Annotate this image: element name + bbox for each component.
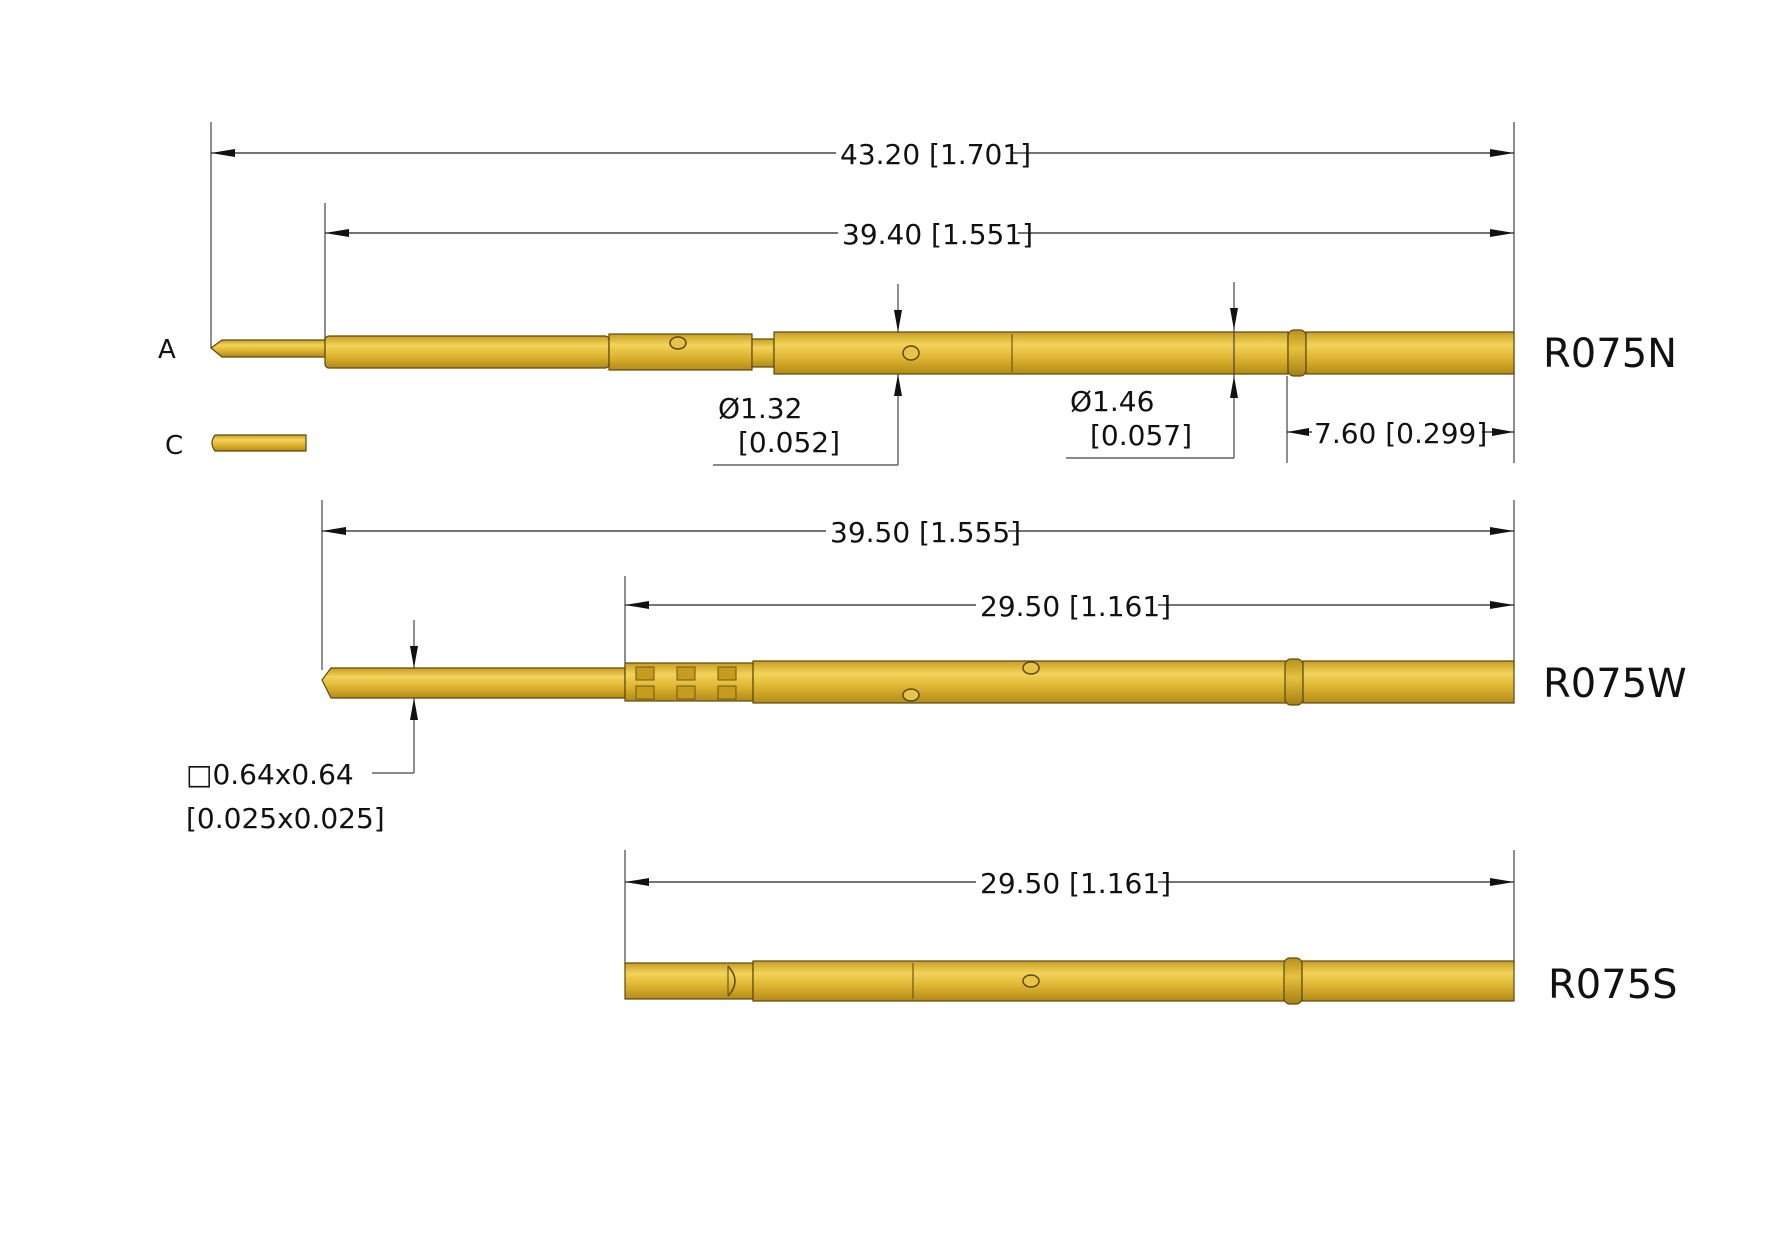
plunger-shaft bbox=[324, 335, 610, 369]
dim-square-in: [0.025x0.025] bbox=[186, 802, 385, 835]
arrow-left bbox=[211, 149, 235, 157]
square-pin bbox=[321, 667, 626, 699]
arrow-left bbox=[1287, 428, 1309, 436]
part-label-r075s: R075S bbox=[1548, 962, 1678, 1008]
plunger-tip-a bbox=[210, 339, 326, 358]
barrel-hole-s bbox=[1022, 974, 1040, 988]
dim-dia1-in: [0.052] bbox=[738, 426, 840, 459]
barrel-neck bbox=[751, 338, 775, 368]
view-label-a: A bbox=[158, 335, 176, 365]
arrow-left bbox=[625, 878, 649, 886]
barrel-tail-w bbox=[1302, 660, 1515, 704]
dim-dia1-mm: Ø1.32 bbox=[718, 392, 802, 425]
crimp-ring-w bbox=[1284, 658, 1304, 706]
arrow-left bbox=[325, 229, 349, 237]
arrow-right bbox=[1490, 878, 1514, 886]
crimp-ring-s bbox=[1283, 957, 1303, 1005]
barrel-hole-w-2 bbox=[902, 688, 920, 702]
arrow-down bbox=[410, 646, 418, 668]
part-r075w: 39.50 [1.555] 29.50 [1.161] □0.64x0.64 [… bbox=[186, 500, 1687, 835]
dim-dia2-mm: Ø1.46 bbox=[1070, 385, 1154, 418]
part-r075n: A C 43.20 [1.701] 39.40 [1.551] Ø1.32 [0… bbox=[158, 122, 1677, 466]
dim-overall-n: 43.20 [1.701] bbox=[840, 138, 1031, 171]
plunger-tip-c bbox=[211, 434, 307, 452]
arrow-left bbox=[625, 601, 649, 609]
part-label-r075w: R075W bbox=[1543, 661, 1687, 707]
arrow-down bbox=[894, 310, 902, 332]
dim-dia2-in: [0.057] bbox=[1090, 419, 1192, 452]
dim-body-s: 29.50 [1.161] bbox=[980, 867, 1171, 900]
part-label-r075n: R075N bbox=[1543, 331, 1677, 377]
barrel-tail-n bbox=[1305, 331, 1515, 375]
dim-crimp-len: 7.60 [0.299] bbox=[1314, 417, 1487, 450]
arrow-left bbox=[322, 527, 346, 535]
part-r075s: 29.50 [1.161] R075S bbox=[624, 850, 1678, 1008]
dim-square-mm: □0.64x0.64 bbox=[186, 758, 354, 791]
arrow-up bbox=[410, 698, 418, 720]
arrow-right bbox=[1490, 149, 1514, 157]
arrow-down bbox=[1230, 308, 1238, 330]
dim-barrel-n: 39.40 [1.551] bbox=[842, 218, 1033, 251]
arrow-right bbox=[1490, 229, 1514, 237]
barrel-main bbox=[773, 331, 1289, 375]
view-label-c: C bbox=[165, 431, 183, 461]
solder-cup-opening bbox=[727, 965, 736, 997]
barrel-hole-1 bbox=[669, 336, 687, 350]
barrel-main-s bbox=[752, 960, 1287, 1002]
solder-cup bbox=[624, 962, 754, 1000]
dim-body-w: 29.50 [1.161] bbox=[980, 590, 1171, 623]
arrow-right bbox=[1490, 601, 1514, 609]
arrow-up bbox=[1230, 376, 1238, 398]
arrow-right bbox=[1490, 527, 1514, 535]
wirewrap-notches bbox=[635, 666, 737, 700]
barrel-tail-s bbox=[1301, 960, 1515, 1002]
crimp-ring-n bbox=[1287, 329, 1307, 377]
barrel-hole-w-1 bbox=[1022, 661, 1040, 675]
barrel-hole-2 bbox=[902, 345, 920, 361]
arrow-right bbox=[1492, 428, 1514, 436]
arrow-up bbox=[894, 374, 902, 396]
dim-overall-w: 39.50 [1.555] bbox=[830, 516, 1021, 549]
